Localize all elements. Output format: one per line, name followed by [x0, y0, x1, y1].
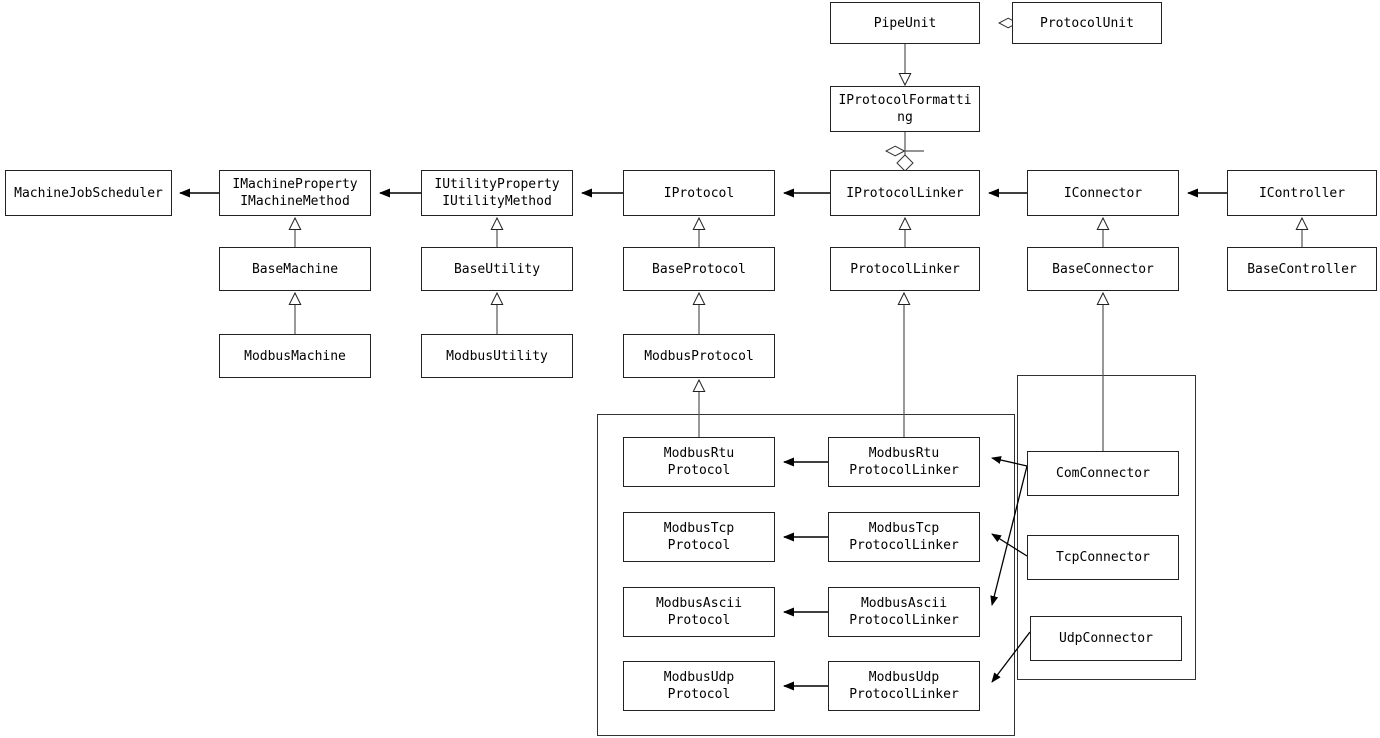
class-box-baseprotocol[interactable]: BaseProtocol: [623, 247, 775, 291]
class-box-machinejobscheduler[interactable]: MachineJobScheduler: [5, 170, 172, 216]
class-box-iprotocollinker[interactable]: IProtocolLinker: [830, 170, 980, 216]
edge-tcpconnector-to-modbustcplinker: [991, 533, 1028, 557]
edge-udpconnector-to-modbusudplinker: [991, 631, 1031, 683]
edge-iprotocolformatting-to-iprotocollinker: [886, 132, 924, 172]
class-box-modbusasciiprotocollinker[interactable]: ModbusAscii ProtocolLinker: [828, 587, 980, 637]
class-box-modbusudpprotocollinker[interactable]: ModbusUdp ProtocolLinker: [828, 661, 980, 711]
class-box-protocollinker[interactable]: ProtocolLinker: [830, 247, 980, 291]
class-box-icontroller[interactable]: IController: [1227, 170, 1377, 216]
class-box-modbusasciiprotocol[interactable]: ModbusAscii Protocol: [623, 587, 775, 637]
class-box-modbusutility[interactable]: ModbusUtility: [421, 334, 573, 378]
class-box-baseconnector[interactable]: BaseConnector: [1027, 247, 1179, 291]
class-box-basemachine[interactable]: BaseMachine: [219, 247, 371, 291]
class-box-modbusmachine[interactable]: ModbusMachine: [219, 334, 371, 378]
class-box-baseutility[interactable]: BaseUtility: [421, 247, 573, 291]
class-box-iconnector[interactable]: IConnector: [1027, 170, 1179, 216]
class-box-modbustcpprotocollinker[interactable]: ModbusTcp ProtocolLinker: [828, 512, 980, 562]
class-box-pipeunit[interactable]: PipeUnit: [830, 2, 980, 44]
class-box-iprotocol[interactable]: IProtocol: [623, 170, 775, 216]
class-box-modbusudpprotocol[interactable]: ModbusUdp Protocol: [623, 661, 775, 711]
class-box-modbusprotocol[interactable]: ModbusProtocol: [623, 334, 775, 378]
class-box-protocolunit[interactable]: ProtocolUnit: [1012, 2, 1162, 44]
edge-comconnector-to-modbusrtulinker: [991, 456, 1028, 467]
class-box-imachineproperty[interactable]: IMachineProperty IMachineMethod: [219, 170, 371, 216]
class-box-udpconnector[interactable]: UdpConnector: [1030, 616, 1182, 661]
class-box-modbusrtuprotocol[interactable]: ModbusRtu Protocol: [623, 437, 775, 487]
class-box-modbustcpprotocol[interactable]: ModbusTcp Protocol: [623, 512, 775, 562]
class-box-comconnector[interactable]: ComConnector: [1027, 451, 1179, 496]
modbus-implementations-group: [597, 414, 1015, 736]
class-box-iutilityproperty[interactable]: IUtilityProperty IUtilityMethod: [421, 170, 573, 216]
edge-comconnector-to-modbusasciilinker: [990, 465, 1028, 606]
connector-implementations-group: [1017, 375, 1196, 680]
class-box-tcpconnector[interactable]: TcpConnector: [1027, 535, 1179, 580]
class-box-basecontroller[interactable]: BaseController: [1227, 247, 1377, 291]
class-box-modbusrtuprotocollinker[interactable]: ModbusRtu ProtocolLinker: [828, 437, 980, 487]
class-box-iprotocolformatting[interactable]: IProtocolFormatti ng: [830, 86, 980, 132]
